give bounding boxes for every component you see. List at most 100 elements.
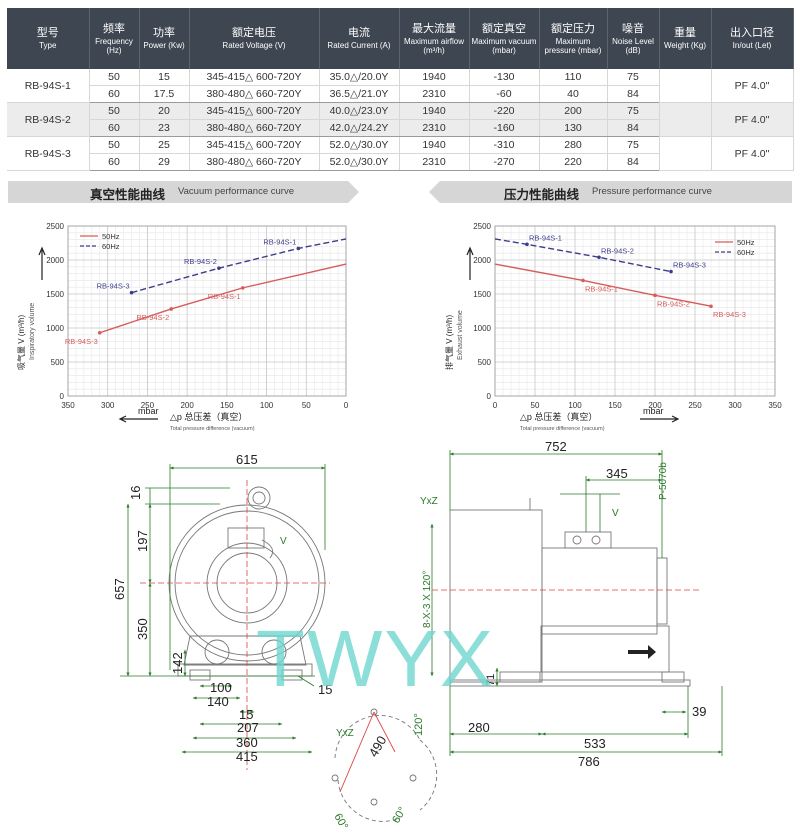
dim-front-base-height: 142	[170, 652, 185, 674]
flange-labels: YxZ 490 120° 60° 60°	[331, 713, 425, 832]
flange-angle-60-right: 60°	[390, 805, 409, 825]
y-tick-label: 2500	[46, 222, 64, 231]
x-tick-label: 0	[344, 401, 349, 410]
pressure-chart-title-cn: 压力性能曲线	[504, 188, 580, 202]
side-foot-right	[661, 671, 685, 683]
vacuum-chart-header: 真空性能曲线 Vacuum performance curve	[8, 181, 359, 203]
header-arrow-tip	[348, 181, 359, 203]
dim-front-height: 657	[112, 578, 127, 600]
dim-front-lower: 350	[135, 618, 150, 640]
side-motor-body	[541, 547, 658, 635]
x-tick-label: 350	[61, 401, 75, 410]
pressure-chart-header: 压力性能曲线 Pressure performance curve	[429, 181, 792, 203]
model-type: RB-94S-1	[7, 69, 90, 103]
cell-current: 42.0△/24.2Y	[319, 119, 400, 137]
flange-hole	[370, 708, 378, 716]
cell-vacuum: -270	[469, 153, 540, 171]
y-tick-label: 0	[60, 392, 65, 401]
legend-label: 60Hz	[737, 248, 755, 257]
dim-flange-490: 490	[366, 733, 390, 759]
front-flow-mark: V	[280, 536, 287, 547]
cell-frequency: 60	[89, 153, 140, 171]
dim-side-533: 533	[584, 736, 606, 751]
dim-front-140: 140	[207, 694, 229, 709]
data-point	[169, 307, 174, 311]
cell-port: PF 4.0"	[711, 136, 794, 171]
cell-frequency: 50	[89, 102, 140, 120]
x-tick-label: 150	[220, 401, 234, 410]
vacuum-chart-title-en: Vacuum performance curve	[178, 186, 294, 197]
data-point	[217, 266, 221, 270]
cell-weight	[659, 69, 712, 103]
data-label: RB-94S-3	[673, 261, 706, 270]
cell-power: 17.5	[139, 85, 190, 103]
data-point	[240, 286, 245, 290]
data-point	[581, 278, 585, 283]
cell-noise: 75	[607, 69, 660, 86]
dim-front-upper: 197	[135, 530, 150, 552]
vacuum-chart-title-cn: 真空性能曲线	[90, 188, 166, 202]
cell-weight	[659, 136, 712, 171]
legend-label: 50Hz	[737, 238, 755, 247]
series-line-50Hz	[99, 263, 347, 334]
y-tick-label: 2000	[473, 256, 491, 265]
dim-front-100: 100	[210, 680, 232, 695]
cell-pressure: 110	[539, 69, 608, 86]
cell-power: 23	[139, 119, 190, 137]
side-terminal-hole-left	[572, 535, 582, 545]
flange-detail	[331, 708, 438, 822]
flange-hole	[331, 774, 339, 782]
data-point	[597, 255, 601, 260]
dim-front-width: 615	[236, 452, 258, 467]
cell-current: 52.0△/30.0Y	[319, 153, 400, 171]
cell-power: 29	[139, 153, 190, 171]
watermark: TWYX	[256, 614, 495, 703]
cell-vacuum: -60	[469, 85, 540, 103]
data-label: RB-94S-2	[184, 257, 217, 266]
y-axis-label-en: Exhaust volume	[457, 310, 464, 360]
dim-side-base-height: 71	[485, 674, 497, 686]
front-foot-left	[189, 669, 211, 681]
table-row: RB-94S-3 50 25 345-415△ 600-720Y 52.0△/3…	[7, 136, 794, 171]
cell-power: 15	[139, 69, 190, 86]
x-axis-label-en: Total pressure difference (vacuum)	[170, 426, 255, 432]
cell-frequency: 60	[89, 119, 140, 137]
data-label: RB-94S-1	[585, 284, 618, 293]
data-point	[653, 293, 657, 298]
dimension-drawing: 615 16 197 657 350 142 100 140 15 207 36…	[112, 440, 723, 832]
plot-frame	[67, 225, 347, 397]
flange-angle-60-left: 60°	[331, 812, 350, 832]
cell-vacuum: -310	[469, 136, 540, 154]
dim-front-360: 360	[236, 735, 258, 750]
y-tick-label: 1000	[473, 324, 491, 333]
y-axis-label: 吸气量 V (m³/h)	[16, 315, 26, 370]
dim-side-length: 752	[545, 440, 567, 454]
y-tick-label: 500	[478, 358, 492, 367]
legend-label: 60Hz	[102, 242, 120, 251]
x-tick-label: 200	[180, 401, 194, 410]
data-point	[129, 290, 134, 295]
y-tick-label: 1500	[473, 290, 491, 299]
y-tick-label: 0	[487, 392, 492, 401]
x-tick-label: 300	[101, 401, 115, 410]
dim-front-15b: 15	[318, 682, 332, 697]
x-tick-label: 100	[568, 401, 582, 410]
cell-airflow: 1940	[399, 69, 470, 86]
dim-front-15a: 15	[239, 707, 253, 722]
cell-airflow: 2310	[399, 153, 470, 171]
side-flange-label: P-5070b	[658, 462, 669, 500]
y-axis-arrow	[38, 246, 46, 280]
plot-frame	[494, 225, 776, 397]
cell-power: 25	[139, 136, 190, 154]
flow-arrow-icon	[628, 645, 656, 659]
flange-hole	[409, 774, 417, 782]
front-foot-right	[281, 669, 303, 681]
x-axis-unit: mbar	[138, 406, 159, 416]
cell-frequency: 60	[89, 85, 140, 103]
table-row: 60 17.5 380-480△ 660-720Y 36.5△/21.0Y 23…	[7, 85, 793, 103]
cell-port: PF 4.0"	[711, 69, 794, 103]
